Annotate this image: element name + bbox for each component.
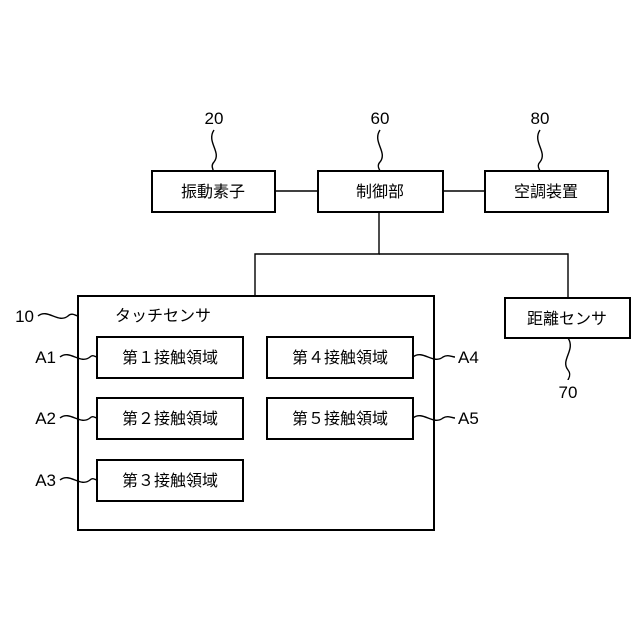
controller-label: 制御部: [356, 182, 404, 201]
ref-A4: A4: [458, 348, 479, 367]
distance-sensor-label: 距離センサ: [527, 309, 607, 328]
contact-area-2-block: 第２接触領域: [97, 398, 243, 439]
contact-area-5-label: 第５接触領域: [292, 409, 388, 428]
vibration-element-block: 振動素子: [152, 171, 275, 212]
ref-80: 80: [531, 109, 550, 128]
contact-area-4-block: 第４接触領域: [267, 337, 413, 378]
ref-20: 20: [205, 109, 224, 128]
ref-A2: A2: [35, 409, 56, 428]
touch-sensor-label: タッチセンサ: [115, 306, 211, 325]
leader-70: [566, 338, 571, 380]
leader-60: [378, 130, 383, 171]
contact-area-5-block: 第５接触領域: [267, 398, 413, 439]
ref-70: 70: [559, 383, 578, 402]
ref-60: 60: [371, 109, 390, 128]
contact-area-2-label: 第２接触領域: [122, 409, 218, 428]
ref-A1: A1: [35, 348, 56, 367]
contact-area-1-block: 第１接触領域: [97, 337, 243, 378]
aircon-block: 空調装置: [485, 171, 608, 212]
leader-80: [538, 130, 543, 171]
link-controller-distance-sensor: [379, 254, 568, 298]
contact-area-3-block: 第３接触領域: [97, 460, 243, 501]
ref-A3: A3: [35, 471, 56, 490]
contact-area-4-label: 第４接触領域: [292, 348, 388, 367]
leader-20: [212, 130, 217, 171]
aircon-label: 空調装置: [514, 182, 578, 201]
ref-10: 10: [15, 307, 34, 326]
vibration-element-label: 振動素子: [181, 182, 245, 201]
ref-A5: A5: [458, 409, 479, 428]
contact-area-1-label: 第１接触領域: [122, 348, 218, 367]
distance-sensor-block: 距離センサ: [505, 298, 630, 338]
link-controller-touch-sensor: [255, 212, 379, 296]
controller-block: 制御部: [318, 171, 443, 212]
leader-10: [38, 314, 78, 319]
contact-area-3-label: 第３接触領域: [122, 471, 218, 490]
